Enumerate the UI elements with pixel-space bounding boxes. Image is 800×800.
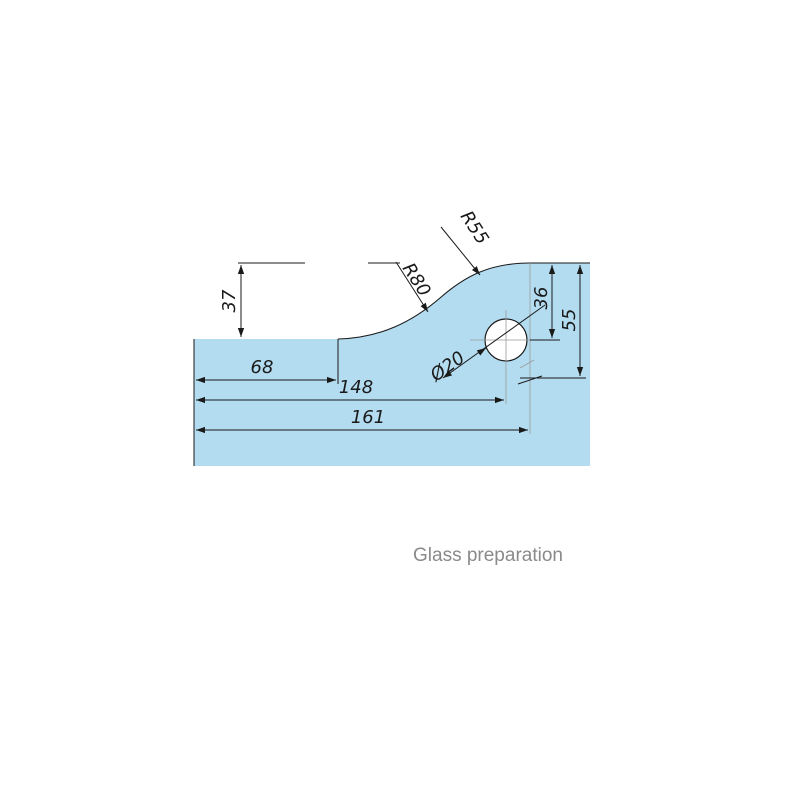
hole-leader-end — [476, 347, 487, 356]
tick-mark-2 — [519, 359, 535, 369]
dim-55-label: 55 — [559, 309, 580, 332]
r80-label: R80 — [398, 259, 435, 300]
dim-37-label: 37 — [219, 289, 240, 312]
glass-panel — [194, 263, 590, 466]
tick-mark-1 — [517, 375, 543, 385]
dim-68-label: 68 — [251, 357, 274, 378]
r80-leader — [395, 261, 429, 313]
glass-edge-curve — [337, 262, 590, 340]
dim-148-label: 148 — [339, 377, 373, 398]
r55-leader — [440, 226, 481, 276]
dim-161-label: 161 — [351, 407, 385, 428]
hole-leader — [442, 304, 546, 379]
dim-36-label: 36 — [531, 287, 552, 310]
caption: Glass preparation — [413, 545, 563, 566]
r55-label: R55 — [456, 207, 493, 248]
